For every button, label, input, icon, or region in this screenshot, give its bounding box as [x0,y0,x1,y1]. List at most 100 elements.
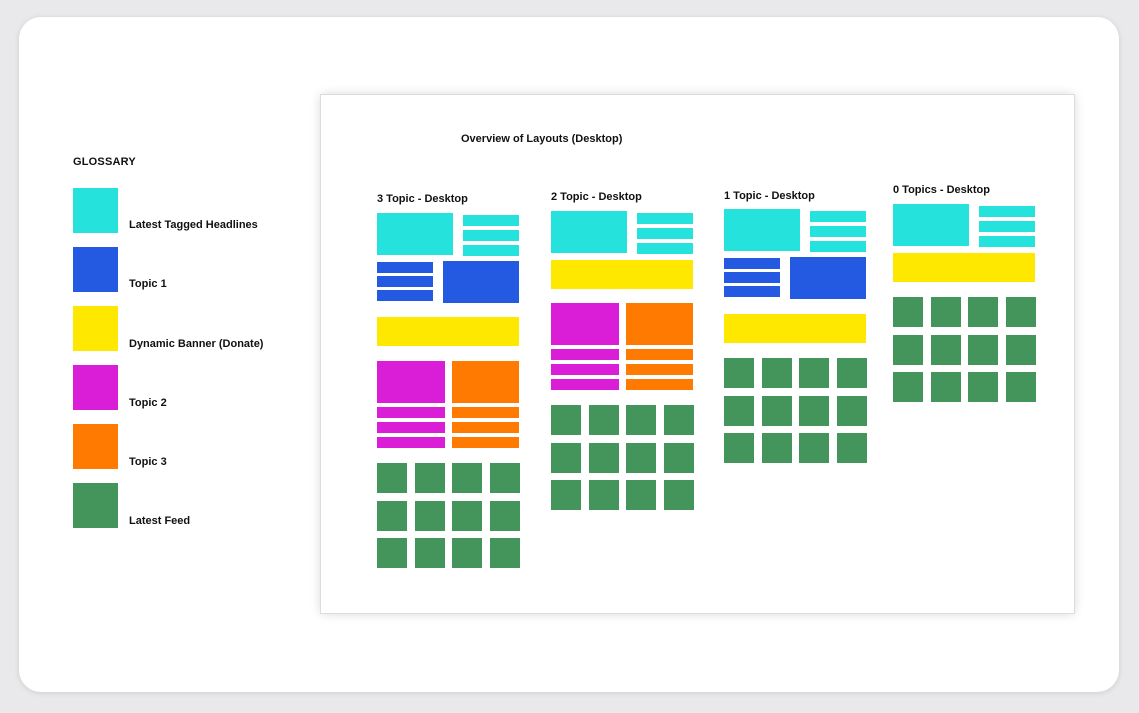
layout3-feed-tile [452,500,482,531]
layout1-feed-tile [724,395,754,426]
layout0-feed-tile [930,372,961,402]
layout1-headline-row [810,226,866,237]
layout3-headline-row [463,215,519,226]
layout0-headline-row [979,236,1035,247]
layout3-topic2-hero [377,361,445,403]
layout3-topic1-row [377,276,433,287]
layout3-feed-tile [414,538,445,568]
glossary-swatch-latest-tagged-headlines [73,188,118,233]
layout2-topic3-row [626,364,693,375]
layout3-topic3-row [452,422,519,433]
layout1-topic1-row [724,258,780,269]
layout3-topic3-hero [452,361,519,403]
layout2-feed-tile [663,405,694,435]
layout1-headline-row [810,211,866,222]
layout2-topic2-row [551,364,619,375]
layout3-topic2-row [377,437,445,448]
layout1-feed-tile [761,395,792,426]
layout2-feed-tile [626,405,656,435]
layout3-banner [377,317,519,346]
layout0-feed-tile [968,372,998,402]
layout1-feed-tile [836,395,867,426]
glossary-label-topic-3: Topic 3 [129,456,167,468]
layout1-feed-tile [836,433,867,463]
layout0-headline-row [979,221,1035,232]
layout3-headline-row [463,230,519,241]
layout1-feed-tile [724,433,754,463]
layout0-headline-row [979,206,1035,217]
layout2-headline-row [637,228,693,239]
layout3-feed-tile [377,500,407,531]
glossary-label-latest-feed: Latest Feed [129,515,191,527]
layout1-topic1-hero [790,257,866,299]
layout3-topic1-row [377,262,433,273]
glossary-title: GLOSSARY [73,156,136,168]
layout0-feed-tile [893,372,923,402]
layout3-headline-hero [377,213,453,255]
layout-title-3-topic: 3 Topic - Desktop [377,193,468,205]
layout0-feed-tile [930,297,961,327]
layout0-headline-hero [893,204,969,246]
layout2-feed-tile [551,405,581,435]
glossary-swatch-dynamic-banner [73,306,118,351]
glossary-swatch-topic-2 [73,365,118,410]
layout2-headline-row [637,243,693,254]
layout2-feed-tile [626,480,656,510]
layout-title-1-topic: 1 Topic - Desktop [724,190,815,202]
layout3-topic2-row [377,407,445,418]
layout3-headline-row [463,245,519,256]
layout3-topic3-row [452,437,519,448]
layout2-headline-row [637,213,693,224]
layout1-feed-tile [761,358,792,388]
layout2-headline-hero [551,211,627,253]
layout3-topic3-row [452,407,519,418]
layout1-banner [724,314,866,343]
layout2-feed-tile [588,442,619,473]
layout1-headline-row [810,241,866,252]
layout-title-2-topic: 2 Topic - Desktop [551,191,642,203]
layout0-feed-tile [893,297,923,327]
layout3-feed-tile [377,538,407,568]
layout3-feed-tile [489,463,520,493]
layout2-feed-tile [663,442,694,473]
layout2-topic2-row [551,349,619,360]
glossary-label-topic-1: Topic 1 [129,278,167,290]
layout2-topic2-hero [551,303,619,345]
layout3-feed-tile [414,500,445,531]
layout1-feed-tile [724,358,754,388]
layout3-topic1-hero [443,261,519,303]
glossary-swatch-topic-3 [73,424,118,469]
layout1-headline-hero [724,209,800,251]
glossary-swatch-topic-1 [73,247,118,292]
glossary-swatch-latest-feed [73,483,118,528]
layout2-feed-tile [588,405,619,435]
layout-title-0-topics: 0 Topics - Desktop [893,184,990,196]
layout1-feed-tile [799,358,829,388]
layout1-feed-tile [761,433,792,463]
layout1-feed-tile [799,395,829,426]
layout1-topic1-row [724,286,780,297]
layout2-topic3-row [626,349,693,360]
layout3-topic2-row [377,422,445,433]
layout2-feed-tile [551,442,581,473]
layouts-canvas [321,95,1074,613]
layout2-banner [551,260,693,289]
layout0-feed-tile [1005,297,1036,327]
glossary-label-topic-2: Topic 2 [129,397,167,409]
layout0-feed-tile [1005,372,1036,402]
layout0-feed-tile [1005,334,1036,365]
layout3-feed-tile [489,538,520,568]
glossary-label-dynamic-banner: Dynamic Banner (Donate) [129,338,264,350]
layout3-feed-tile [452,463,482,493]
glossary-label-latest-tagged-headlines: Latest Tagged Headlines [129,219,258,231]
layout3-feed-tile [452,538,482,568]
layout0-feed-tile [893,334,923,365]
layout2-topic3-row [626,379,693,390]
layout2-feed-tile [626,442,656,473]
layout2-topic2-row [551,379,619,390]
layout3-feed-tile [414,463,445,493]
layout3-topic1-row [377,290,433,301]
layout3-feed-tile [489,500,520,531]
layout2-topic3-hero [626,303,693,345]
layout2-feed-tile [663,480,694,510]
